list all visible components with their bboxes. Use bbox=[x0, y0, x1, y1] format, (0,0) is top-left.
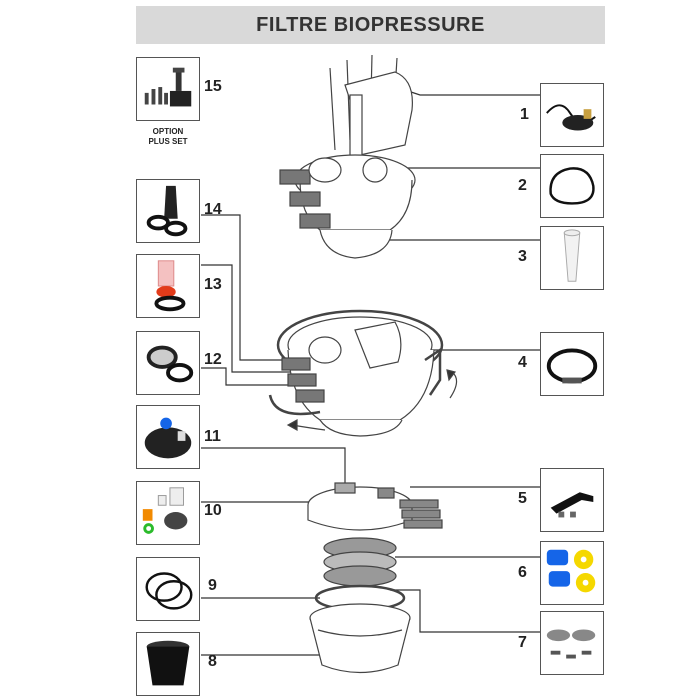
part-number-8: 8 bbox=[208, 653, 217, 670]
bucket-body-icon bbox=[146, 640, 190, 686]
hose-adapter-icon bbox=[146, 185, 188, 237]
part-15-thumbnail bbox=[136, 57, 200, 121]
middle-assembly-drawing bbox=[268, 309, 458, 437]
handle-icon bbox=[550, 492, 594, 518]
fittings-kit-icon bbox=[142, 487, 188, 534]
part-number-13: 13 bbox=[204, 276, 222, 293]
filter-sponges-icon bbox=[546, 549, 596, 593]
part-7-thumbnail bbox=[540, 611, 604, 675]
part-number-2: 2 bbox=[518, 177, 527, 194]
uv-lamp-unit-icon bbox=[546, 104, 596, 131]
part-number-11: 11 bbox=[204, 428, 221, 445]
part-number-9: 9 bbox=[208, 577, 217, 594]
part-6-thumbnail bbox=[540, 541, 604, 605]
part-number-4: 4 bbox=[518, 354, 527, 371]
option-note: OPTION PLUS SET bbox=[136, 127, 200, 147]
option-note-line2: PLUS SET bbox=[148, 137, 188, 146]
part-number-3: 3 bbox=[518, 248, 527, 265]
part-4-thumbnail bbox=[540, 332, 604, 396]
part-11-thumbnail bbox=[136, 405, 200, 469]
part-1-thumbnail bbox=[540, 83, 604, 147]
lid-gasket-icon bbox=[549, 167, 595, 205]
option-note-line1: OPTION bbox=[152, 127, 184, 136]
part-number-6: 6 bbox=[518, 564, 527, 581]
part-number-1: 1 bbox=[520, 106, 529, 123]
part-2-thumbnail bbox=[540, 154, 604, 218]
part-3-thumbnail bbox=[540, 226, 604, 290]
part-number-10: 10 bbox=[204, 502, 222, 519]
part-number-15: 15 bbox=[204, 78, 222, 95]
part-5-thumbnail bbox=[540, 468, 604, 532]
part-number-7: 7 bbox=[518, 634, 527, 651]
part-14-thumbnail bbox=[136, 179, 200, 243]
uv-bulb-icon bbox=[154, 260, 186, 312]
part-10-thumbnail bbox=[136, 481, 200, 545]
title-bar: FILTRE BIOPRESSURE bbox=[136, 6, 605, 44]
part-9-thumbnail bbox=[136, 557, 200, 621]
o-ring-seal-icon bbox=[145, 572, 193, 610]
bottom-assembly-drawing bbox=[307, 482, 443, 674]
top-assembly-drawing bbox=[279, 54, 416, 259]
pump-set-icon bbox=[144, 67, 192, 107]
part-8-thumbnail bbox=[136, 632, 200, 696]
part-number-14: 14 bbox=[204, 201, 222, 218]
quartz-tube-icon bbox=[563, 229, 581, 282]
nut-ring-icon bbox=[146, 345, 194, 383]
page-title: FILTRE BIOPRESSURE bbox=[256, 13, 485, 36]
filter-lid-icon bbox=[144, 417, 192, 459]
part-12-thumbnail bbox=[136, 331, 200, 395]
plates-screws-icon bbox=[546, 629, 596, 659]
part-number-12: 12 bbox=[204, 351, 222, 368]
clamp-ring-icon bbox=[546, 348, 598, 384]
part-13-thumbnail bbox=[136, 254, 200, 318]
part-number-5: 5 bbox=[518, 490, 527, 507]
